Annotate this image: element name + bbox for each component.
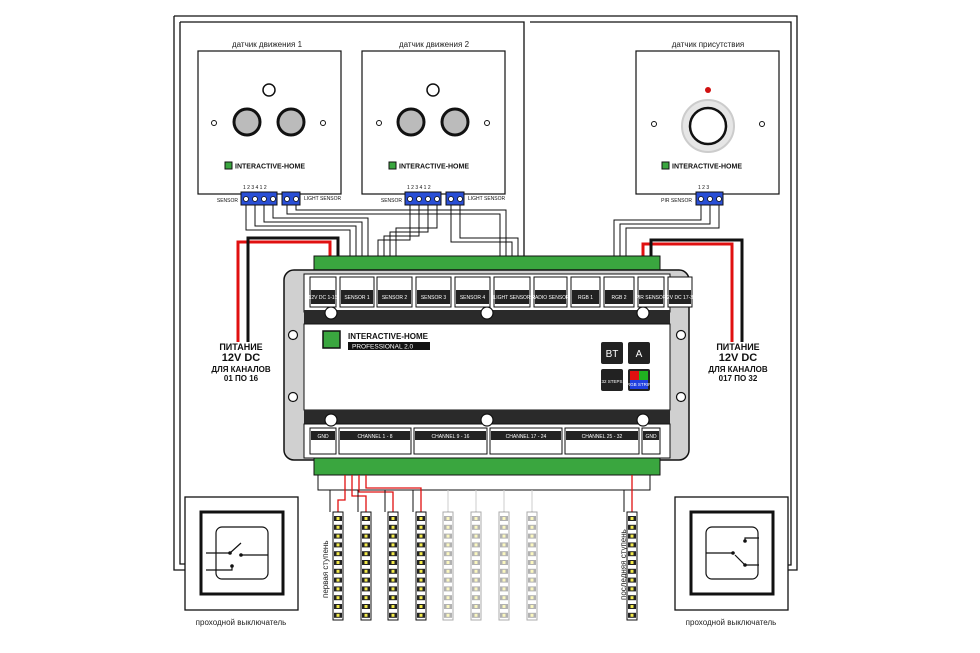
top-terminal: PIR SENSOR [636,276,667,308]
svg-text:ПИТАНИЕ: ПИТАНИЕ [716,342,759,352]
motion-sensor-1-pins: 1 2 3 4 1 2 [243,185,267,191]
bottom-terminal-label: CHANNEL 25 - 32 [582,434,623,440]
top-terminal: 12V DC 17-32 [664,276,696,308]
top-terminal: RADIO SENSOR [531,276,570,308]
steps-badge: 32 STEPS [601,379,622,384]
bottom-terminal: CHANNEL 9 - 16 [413,427,488,455]
bottom-terminal: CHANNEL 1 - 8 [338,427,412,455]
led-strip [387,511,399,621]
motion-sensor-1-left-label: SENSOR [217,198,239,204]
motion-sensor-2: датчик движения 2 INTERACTIVE-HOME 1 2 3… [361,40,506,206]
power-label-right: ПИТАНИЕ 12V DC ДЛЯ КАНАЛОВ 017 ПО 32 [708,342,767,383]
bottom-terminal-label: CHANNEL 1 - 8 [357,434,392,440]
svg-text:01 ПО 16: 01 ПО 16 [224,374,259,383]
motion-sensor-2-pins: 1 2 3 4 1 2 [407,185,431,191]
top-terminal-label: SENSOR 1 [344,295,370,301]
motion-sensor-2-left-label: SENSOR [381,198,403,204]
top-terminal: LIGHT SENSOR [493,276,531,308]
led-strip [626,511,638,621]
bottom-terminal-label: CHANNEL 17 - 24 [506,434,547,440]
svg-text:12V DC: 12V DC [222,352,261,364]
controller-logo-icon [322,330,341,349]
presence-sensor: датчик присутствия INTERACTIVE-HOME 1 2 … [635,40,780,206]
led-strip [442,511,454,621]
bottom-terminal-label: GND [317,434,329,440]
brand-logo-icon [661,161,670,170]
led-strip [415,511,427,621]
top-terminal: 12V DC 1-16 [309,276,338,308]
sensor-wires [245,205,720,258]
presence-sensor-left-label: PIR SENSOR [661,198,692,204]
svg-text:ДЛЯ КАНАЛОВ: ДЛЯ КАНАЛОВ [708,365,767,374]
svg-text:ДЛЯ КАНАЛОВ: ДЛЯ КАНАЛОВ [211,365,270,374]
motion-sensor-2-title: датчик движения 2 [399,40,470,49]
motion-sensor-1-brand: INTERACTIVE-HOME [235,164,305,171]
motion-sensor-2-brand: INTERACTIVE-HOME [399,164,469,171]
presence-sensor-brand: INTERACTIVE-HOME [672,164,742,171]
bottom-terminal-label: CHANNEL 9 - 16 [432,434,470,440]
led-strip [498,511,510,621]
bottom-terminal-label: GND [645,434,657,440]
svg-text:ПИТАНИЕ: ПИТАНИЕ [219,342,262,352]
top-terminal-label: SENSOR 2 [382,295,408,301]
led-strip [526,511,538,621]
bottom-terminal: CHANNEL 25 - 32 [564,427,640,455]
svg-text:017 ПО 32: 017 ПО 32 [719,374,758,383]
rgb-strip-badge: RGB STRIP [627,382,651,387]
presence-sensor-pins: 1 2 3 [698,185,709,191]
android-icon: A [636,349,643,360]
controller-brand: INTERACTIVE-HOME [348,332,429,341]
top-terminal: RGB 2 [603,276,635,308]
controller: 12V DC 1-16 SENSOR 1 SENSOR 2 SENSOR 3 SENSO… [283,255,696,476]
top-terminal: SENSOR 1 [339,276,375,308]
brand-logo-icon [224,161,233,170]
top-terminal: SENSOR 2 [376,276,413,308]
sensor-terminal-screws [243,196,722,202]
top-terminal-label: PIR SENSOR [636,295,667,301]
motion-sensor-1: датчик движения 1 INTERACTIVE-HOME 1 2 3… [197,40,342,206]
led-strip [360,511,372,621]
motion-sensor-1-right-label: LIGHT SENSOR [304,196,342,202]
switch-right: проходной выключатель [674,496,789,627]
channel-wires [317,475,651,512]
top-terminal: SENSOR 4 [454,276,491,308]
power-label-left: ПИТАНИЕ 12V DC ДЛЯ КАНАЛОВ 01 ПО 16 [211,342,270,383]
top-terminal-label: RADIO SENSOR [531,295,570,301]
led-strip [470,511,482,621]
bluetooth-icon: BT [606,349,619,360]
brand-logo-icon [388,161,397,170]
top-terminal-label: 12V DC 1-16 [309,295,338,301]
top-terminal-label: LIGHT SENSOR [493,295,531,301]
last-step-label: последняя ступень [619,529,628,600]
led-strip [332,511,344,621]
switch-left-label: проходной выключатель [196,618,287,627]
motion-sensor-2-right-label: LIGHT SENSOR [468,196,506,202]
svg-text:12V DC: 12V DC [719,352,758,364]
presence-sensor-title: датчик присутствия [672,40,745,49]
bottom-terminal: GND [641,427,661,455]
bottom-terminal: GND [309,427,337,455]
top-terminal-label: 12V DC 17-32 [664,295,696,301]
top-terminal-label: RGB 1 [578,295,593,301]
switch-right-label: проходной выключатель [686,618,777,627]
controller-model: PROFESSIONAL 2.0 [352,344,414,351]
motion-sensor-1-title: датчик движения 1 [232,40,303,49]
top-terminal: RGB 1 [570,276,601,308]
switch-left: проходной выключатель [184,496,299,627]
bottom-terminal: CHANNEL 17 - 24 [489,427,563,455]
top-terminal-label: SENSOR 4 [460,295,486,301]
power-wires [236,236,744,342]
top-terminal-label: RGB 2 [611,295,626,301]
top-terminal-label: SENSOR 3 [421,295,447,301]
top-terminal: SENSOR 3 [415,276,452,308]
first-step-label: первая ступень [321,540,330,598]
led-strips [332,511,638,621]
